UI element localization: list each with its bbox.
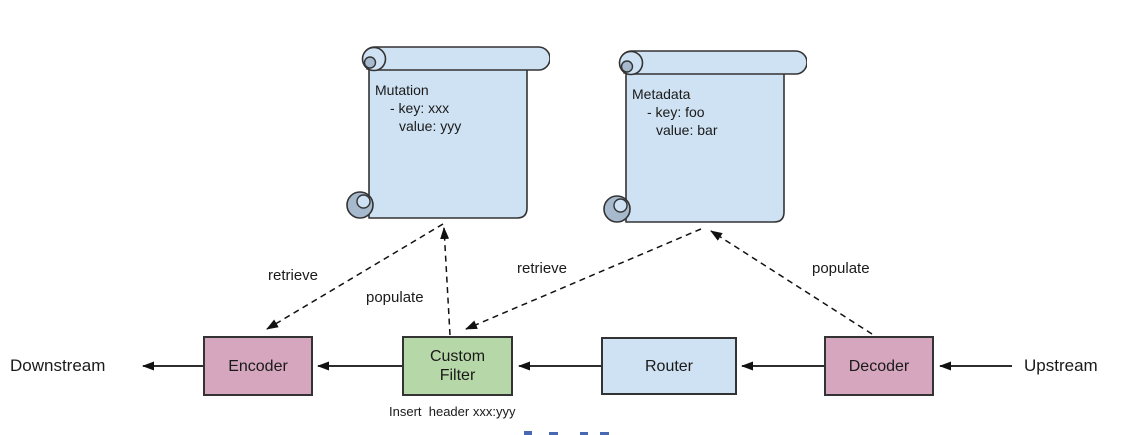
node-decoder-label: Decoder <box>848 357 910 375</box>
node-router-label: Router <box>644 357 694 375</box>
node-encoder-label: Encoder <box>228 357 288 375</box>
clipped-blue-text-fragment <box>549 432 558 435</box>
mutation-title: Mutation <box>375 82 429 98</box>
mutation-key-line: - key: xxx <box>390 100 450 116</box>
node-decoder: Decoder <box>824 336 934 396</box>
node-custom-filter-label: Custom Filter <box>429 348 486 384</box>
edge-retrieve-metadata-to-filter <box>465 228 702 330</box>
metadata-value-line: value: bar <box>656 122 718 138</box>
insert-header-annotation: Insert header xxx:yyy <box>389 404 516 419</box>
populate-right-label: populate <box>812 260 870 277</box>
metadata-title: Metadata <box>632 86 691 102</box>
metadata-scroll-text: Metadata - key: foo value: bar <box>632 85 717 139</box>
retrieve-left-label: retrieve <box>268 267 319 284</box>
node-custom-filter: Custom Filter <box>402 336 513 396</box>
mutation-scroll-text: Mutation - key: xxx value: yyy <box>375 81 461 135</box>
scroll-icon <box>346 46 550 219</box>
downstream-label: Downstream <box>10 356 106 375</box>
edge-populate-filter-to-mutation <box>440 227 451 336</box>
metadata-key-line: - key: foo <box>647 104 705 120</box>
metadata-scroll-shape: Metadata - key: foo value: bar <box>600 49 807 227</box>
mutation-scroll-shape: Mutation - key: xxx value: yyy <box>343 45 550 223</box>
clipped-blue-text-fragment <box>580 432 588 435</box>
mutation-value-line: value: yyy <box>399 118 462 134</box>
clipped-blue-text-fragment <box>600 432 609 435</box>
clipped-blue-text-fragment <box>524 431 532 435</box>
retrieve-right-label: retrieve <box>517 260 568 277</box>
edge-populate-decoder-to-metadata <box>710 230 873 335</box>
scroll-icon <box>603 50 807 223</box>
node-router: Router <box>601 337 737 395</box>
node-encoder: Encoder <box>203 336 313 396</box>
populate-left-label: populate <box>366 289 424 306</box>
upstream-label: Upstream <box>1024 356 1098 375</box>
